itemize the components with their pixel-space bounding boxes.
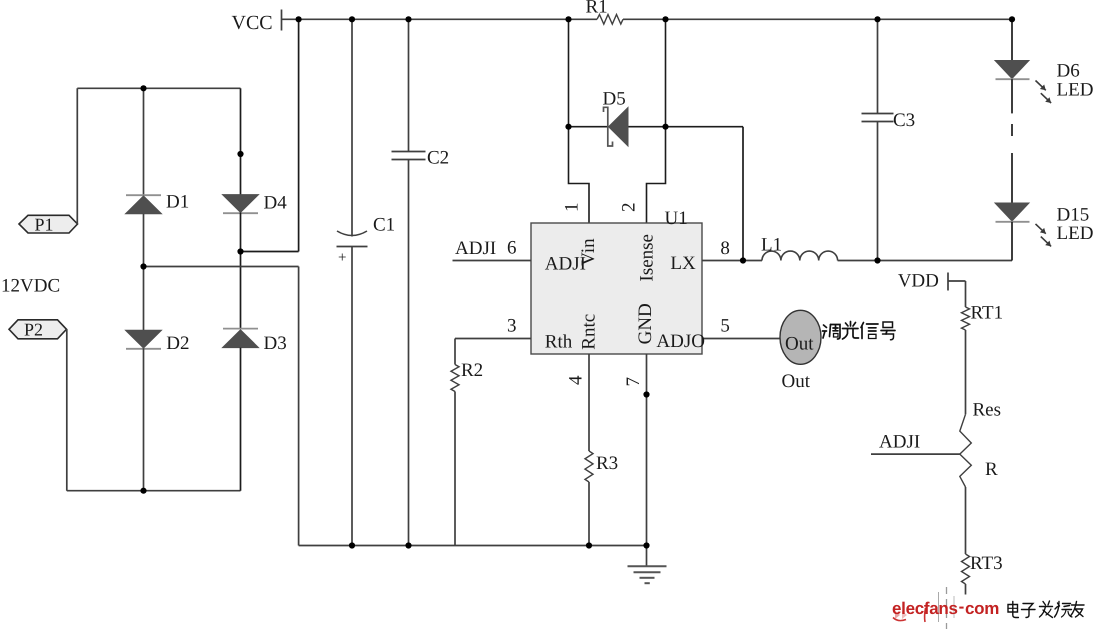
svg-text:elecfans-com: elecfans-com — [892, 597, 999, 618]
svg-text:6: 6 — [507, 238, 517, 259]
svg-text:LED: LED — [1057, 223, 1094, 244]
svg-text:LX: LX — [670, 253, 696, 274]
svg-text:C2: C2 — [427, 148, 449, 169]
svg-text:Rth: Rth — [545, 332, 573, 353]
svg-text:C3: C3 — [893, 110, 915, 131]
svg-text:ADJI: ADJI — [879, 432, 920, 453]
svg-text:LED: LED — [1057, 79, 1094, 100]
svg-text:GND: GND — [635, 303, 656, 344]
svg-text:3: 3 — [507, 316, 517, 337]
svg-text:5: 5 — [720, 316, 730, 337]
svg-text:ADJO: ADJO — [656, 331, 705, 352]
svg-text:R3: R3 — [596, 453, 618, 474]
svg-text:D6: D6 — [1057, 60, 1080, 81]
svg-text:R2: R2 — [461, 360, 483, 381]
svg-text:VDD: VDD — [898, 271, 939, 292]
svg-text:D3: D3 — [264, 333, 287, 354]
svg-text:ADJI: ADJI — [455, 238, 496, 259]
svg-text:Res: Res — [973, 400, 1002, 421]
svg-text:L1: L1 — [761, 235, 782, 256]
svg-text:D2: D2 — [166, 333, 189, 354]
svg-text:D15: D15 — [1057, 205, 1090, 226]
svg-text:P2: P2 — [24, 319, 43, 339]
svg-text:Out: Out — [782, 371, 811, 392]
svg-text:RT1: RT1 — [971, 303, 1004, 324]
svg-text:Isense: Isense — [637, 234, 658, 281]
svg-text:P1: P1 — [34, 214, 53, 234]
svg-text:2: 2 — [619, 203, 640, 213]
svg-text:VCC: VCC — [232, 12, 273, 34]
svg-text:U1: U1 — [665, 208, 688, 229]
svg-text:7: 7 — [623, 377, 644, 387]
svg-text:R1: R1 — [586, 0, 608, 18]
svg-text:D5: D5 — [603, 89, 626, 110]
svg-text:Vin: Vin — [578, 238, 599, 266]
svg-text:1: 1 — [562, 203, 583, 213]
svg-text:ADJI: ADJI — [545, 254, 586, 275]
svg-text:Rntc: Rntc — [579, 314, 600, 350]
svg-text:4: 4 — [566, 375, 587, 385]
svg-text:Out: Out — [785, 333, 814, 354]
svg-text:RT3: RT3 — [970, 553, 1003, 574]
svg-text:C1: C1 — [373, 215, 395, 236]
svg-text:8: 8 — [720, 238, 730, 259]
svg-text:R: R — [985, 459, 998, 480]
svg-text:12VDC: 12VDC — [1, 276, 60, 297]
svg-text:D1: D1 — [166, 192, 189, 213]
svg-text:+: + — [338, 250, 346, 266]
svg-text:D4: D4 — [264, 192, 288, 213]
